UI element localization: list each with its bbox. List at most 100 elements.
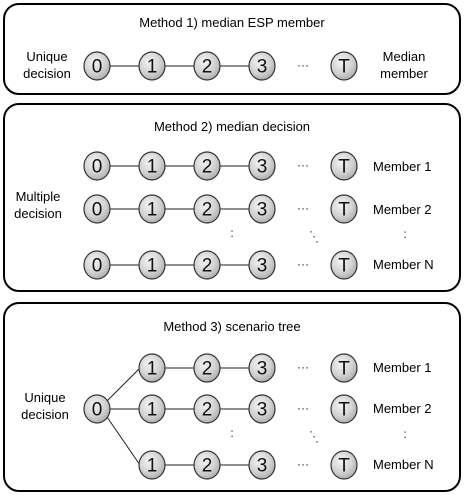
svg-text:T: T	[338, 57, 350, 78]
tree-branch-edge	[106, 416, 141, 466]
member-2-label: Member 2	[373, 202, 432, 217]
panel-title: Method 1) median ESP member	[139, 15, 325, 30]
svg-text:2: 2	[202, 456, 213, 477]
vertical-ellipsis: :	[230, 226, 233, 240]
node-2: 2	[193, 250, 221, 280]
svg-text:2: 2	[202, 256, 213, 277]
node-3: 3	[248, 151, 276, 181]
svg-text:2: 2	[202, 157, 213, 178]
svg-text:3: 3	[257, 359, 268, 380]
node-T: T	[330, 353, 358, 383]
node-1: 1	[138, 151, 166, 181]
svg-text:1: 1	[147, 400, 158, 421]
node-T: T	[330, 450, 358, 480]
diagonal-ellipsis-c: ·	[315, 434, 319, 448]
node-1: 1	[138, 353, 166, 383]
svg-text:T: T	[338, 359, 350, 380]
svg-text:3: 3	[257, 256, 268, 277]
node-2: 2	[193, 51, 221, 81]
vertical-ellipsis: :	[403, 227, 406, 241]
node-0: 0	[83, 194, 111, 224]
diagonal-ellipsis-a: ·	[309, 424, 313, 438]
unique-decision-label: Unique decision	[23, 49, 71, 81]
svg-text:2: 2	[202, 400, 213, 421]
node-T: T	[330, 394, 358, 424]
svg-text:2: 2	[202, 57, 213, 78]
svg-text:1: 1	[147, 256, 158, 277]
node-1: 1	[138, 450, 166, 480]
svg-text:T: T	[338, 456, 350, 477]
chain-ellipsis: ···	[297, 201, 309, 215]
vertical-ellipsis: :	[403, 427, 406, 441]
svg-text:3: 3	[257, 57, 268, 78]
multiple-decision-label: Multiple decision	[14, 189, 62, 221]
node-T: T	[330, 250, 358, 280]
svg-text:0: 0	[92, 57, 103, 78]
svg-text:1: 1	[147, 200, 158, 221]
member-n-label: Member N	[373, 457, 434, 472]
svg-text:T: T	[338, 256, 350, 277]
svg-text:1: 1	[147, 359, 158, 380]
svg-text:3: 3	[257, 200, 268, 221]
node-1: 1	[138, 250, 166, 280]
svg-text:1: 1	[147, 57, 158, 78]
member-1-label: Member 1	[373, 360, 432, 375]
svg-text:2: 2	[202, 359, 213, 380]
member-1-label: Member 1	[373, 159, 432, 174]
diagonal-ellipsis-b: ·	[312, 429, 316, 443]
panel-method-2: Method 2) median decision	[3, 103, 461, 292]
panel-title: Method 3) scenario tree	[163, 319, 301, 334]
panel-title: Method 2) median decision	[153, 119, 311, 134]
node-3: 3	[248, 450, 276, 480]
node-1: 1	[138, 51, 166, 81]
node-2: 2	[193, 353, 221, 383]
node-0: 0	[83, 51, 111, 81]
svg-text:T: T	[338, 400, 350, 421]
svg-text:0: 0	[92, 400, 103, 421]
svg-text:3: 3	[257, 157, 268, 178]
member-n-label: Member N	[373, 257, 434, 272]
node-3: 3	[248, 194, 276, 224]
panel-method-1: Method 1) median ESP member	[3, 3, 461, 95]
diagonal-ellipsis-a: ·	[309, 224, 313, 238]
chain-ellipsis: ···	[297, 360, 309, 374]
node-1: 1	[138, 194, 166, 224]
svg-text:0: 0	[92, 157, 103, 178]
unique-decision-label: Unique decision	[21, 390, 69, 422]
node-0: 0	[83, 394, 111, 424]
chain-ellipsis: ···	[297, 457, 309, 471]
svg-text:1: 1	[147, 157, 158, 178]
diagonal-ellipsis-c: ·	[315, 234, 319, 248]
node-3: 3	[248, 51, 276, 81]
node-2: 2	[193, 394, 221, 424]
node-T: T	[330, 194, 358, 224]
svg-text:T: T	[338, 200, 350, 221]
chain-ellipsis: ···	[297, 257, 309, 271]
node-3: 3	[248, 394, 276, 424]
svg-text:0: 0	[92, 200, 103, 221]
svg-text:3: 3	[257, 400, 268, 421]
node-T: T	[330, 151, 358, 181]
node-3: 3	[248, 353, 276, 383]
node-0: 0	[83, 151, 111, 181]
svg-text:T: T	[338, 157, 350, 178]
svg-text:2: 2	[202, 200, 213, 221]
median-member-label: Median member	[380, 49, 428, 81]
tree-branch-edge	[106, 367, 141, 402]
chain-ellipsis: ···	[297, 58, 309, 72]
node-2: 2	[193, 194, 221, 224]
chain-ellipsis: ···	[297, 401, 309, 415]
diagonal-ellipsis-b: ·	[312, 229, 316, 243]
member-2-label: Member 2	[373, 401, 432, 416]
node-T: T	[330, 51, 358, 81]
node-1: 1	[138, 394, 166, 424]
vertical-ellipsis: :	[230, 426, 233, 440]
node-0: 0	[83, 250, 111, 280]
panel-method-3: Method 3) scenario tree	[3, 302, 461, 492]
node-2: 2	[193, 450, 221, 480]
svg-text:1: 1	[147, 456, 158, 477]
chain-ellipsis: ···	[297, 158, 309, 172]
node-2: 2	[193, 151, 221, 181]
svg-text:0: 0	[92, 256, 103, 277]
